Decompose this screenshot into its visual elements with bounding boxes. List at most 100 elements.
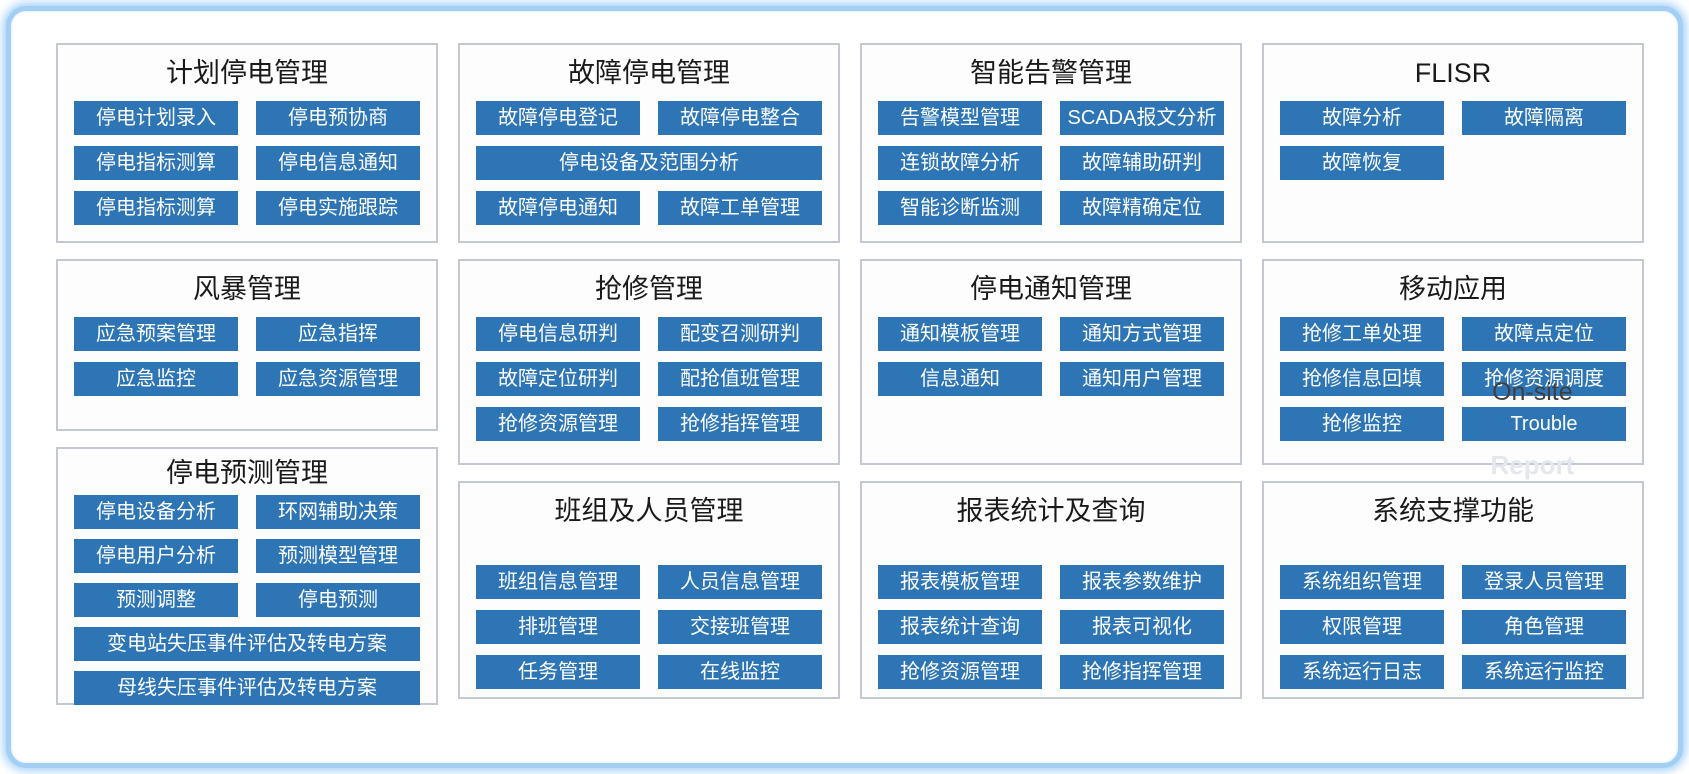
module-button[interactable]: 停电设备分析 (74, 495, 238, 529)
module-button[interactable]: 故障停电整合 (658, 101, 822, 135)
module-button[interactable]: 环网辅助决策 (256, 495, 420, 529)
module-button[interactable]: 故障工单管理 (658, 191, 822, 225)
button-grid: 故障分析 故障隔离 故障恢复 (1280, 101, 1626, 180)
module-button[interactable]: 停电预协商 (256, 101, 420, 135)
panel-outage-notification: 停电通知管理 通知模板管理 通知方式管理 信息通知 通知用户管理 (860, 259, 1242, 465)
module-button[interactable]: 应急监控 (74, 362, 238, 396)
module-button[interactable]: 配变召测研判 (658, 317, 822, 351)
module-button[interactable]: 告警模型管理 (878, 101, 1042, 135)
module-button[interactable]: 登录人员管理 (1462, 565, 1626, 599)
module-button[interactable]: Trouble (1462, 407, 1626, 441)
module-button[interactable]: 故障恢复 (1280, 146, 1444, 180)
module-button[interactable]: 应急预案管理 (74, 317, 238, 351)
module-button[interactable]: SCADA报文分析 (1060, 101, 1224, 135)
module-button[interactable]: 变电站失压事件评估及转电方案 (74, 627, 420, 661)
module-button[interactable]: 通知方式管理 (1060, 317, 1224, 351)
button-grid: 故障停电登记 故障停电整合 停电设备及范围分析 故障停电通知 故障工单管理 (476, 101, 822, 225)
panel-smart-alarm: 智能告警管理 告警模型管理 SCADA报文分析 连锁故障分析 故障辅助研判 智能… (860, 43, 1242, 243)
button-grid: 停电设备分析 环网辅助决策 停电用户分析 预测模型管理 预测调整 停电预测 变电… (74, 495, 420, 705)
module-button[interactable]: 抢修工单处理 (1280, 317, 1444, 351)
module-button[interactable]: 母线失压事件评估及转电方案 (74, 671, 420, 705)
module-button[interactable]: 停电计划录入 (74, 101, 238, 135)
module-button[interactable]: 抢修指挥管理 (1060, 655, 1224, 689)
module-button[interactable]: 班组信息管理 (476, 565, 640, 599)
module-button[interactable]: 报表可视化 (1060, 610, 1224, 644)
column-2: 故障停电管理 故障停电登记 故障停电整合 停电设备及范围分析 故障停电通知 故障… (458, 43, 840, 757)
button-grid: 应急预案管理 应急指挥 应急监控 应急资源管理 (74, 317, 420, 396)
column-3: 智能告警管理 告警模型管理 SCADA报文分析 连锁故障分析 故障辅助研判 智能… (860, 43, 1242, 757)
module-button[interactable]: 停电设备及范围分析 (476, 146, 822, 180)
panel-title: 计划停电管理 (166, 58, 328, 88)
module-button[interactable]: 任务管理 (476, 655, 640, 689)
module-button[interactable]: 通知用户管理 (1060, 362, 1224, 396)
module-button[interactable]: 权限管理 (1280, 610, 1444, 644)
module-button[interactable]: 停电指标测算 (74, 191, 238, 225)
module-button[interactable]: 故障分析 (1280, 101, 1444, 135)
panel-title: 故障停电管理 (568, 58, 730, 88)
panel-title: 智能告警管理 (970, 58, 1132, 88)
module-button[interactable]: 故障点定位 (1462, 317, 1626, 351)
module-button[interactable]: 人员信息管理 (658, 565, 822, 599)
module-button[interactable]: 报表统计查询 (878, 610, 1042, 644)
module-button[interactable]: 故障精确定位 (1060, 191, 1224, 225)
module-button[interactable]: 停电预测 (256, 583, 420, 617)
module-button[interactable]: 停电信息通知 (256, 146, 420, 180)
module-button[interactable]: 停电指标测算 (74, 146, 238, 180)
panel-team-personnel: 班组及人员管理 班组信息管理 人员信息管理 排班管理 交接班管理 任务管理 在线… (458, 481, 840, 699)
button-grid: 通知模板管理 通知方式管理 信息通知 通知用户管理 (878, 317, 1224, 396)
module-button[interactable]: 抢修资源调度 (1462, 362, 1626, 396)
module-button[interactable]: 应急指挥 (256, 317, 420, 351)
button-grid: 停电信息研判 配变召测研判 故障定位研判 配抢值班管理 抢修资源管理 抢修指挥管… (476, 317, 822, 441)
panel-storm: 风暴管理 应急预案管理 应急指挥 应急监控 应急资源管理 (56, 259, 438, 431)
panel-title: 报表统计及查询 (956, 496, 1146, 526)
module-button[interactable]: 交接班管理 (658, 610, 822, 644)
module-board: 计划停电管理 停电计划录入 停电预协商 停电指标测算 停电信息通知 停电指标测算… (17, 17, 1672, 757)
panel-title: FLISR (1414, 58, 1492, 88)
module-button[interactable]: 通知模板管理 (878, 317, 1042, 351)
module-button[interactable]: 连锁故障分析 (878, 146, 1042, 180)
module-button[interactable]: 排班管理 (476, 610, 640, 644)
module-button[interactable]: 预测模型管理 (256, 539, 420, 573)
module-button[interactable]: 故障辅助研判 (1060, 146, 1224, 180)
module-button[interactable]: 停电实施跟踪 (256, 191, 420, 225)
module-button[interactable]: 在线监控 (658, 655, 822, 689)
panel-title: 移动应用 (1399, 274, 1507, 304)
panel-title: 停电预测管理 (166, 458, 328, 488)
module-button[interactable]: 报表参数维护 (1060, 565, 1224, 599)
button-grid: 停电计划录入 停电预协商 停电指标测算 停电信息通知 停电指标测算 停电实施跟踪 (74, 101, 420, 225)
module-button[interactable]: 配抢值班管理 (658, 362, 822, 396)
module-button[interactable]: 应急资源管理 (256, 362, 420, 396)
panel-mobile-app: 移动应用 抢修工单处理 故障点定位 抢修信息回填 抢修资源调度 抢修监控 Tro… (1262, 259, 1644, 480)
module-button[interactable]: 故障定位研判 (476, 362, 640, 396)
module-button[interactable]: 智能诊断监测 (878, 191, 1042, 225)
panel-fault-outage: 故障停电管理 故障停电登记 故障停电整合 停电设备及范围分析 故障停电通知 故障… (458, 43, 840, 243)
module-button[interactable]: 停电用户分析 (74, 539, 238, 573)
panel-flisr: FLISR 故障分析 故障隔离 故障恢复 (1262, 43, 1644, 243)
module-button[interactable]: 抢修资源管理 (476, 407, 640, 441)
module-button[interactable]: 故障停电通知 (476, 191, 640, 225)
panel-repair: 抢修管理 停电信息研判 配变召测研判 故障定位研判 配抢值班管理 抢修资源管理 … (458, 259, 840, 465)
panel-title: 系统支撑功能 (1372, 496, 1534, 526)
module-button[interactable]: 抢修信息回填 (1280, 362, 1444, 396)
module-button[interactable]: 系统运行监控 (1462, 655, 1626, 689)
module-button[interactable]: 角色管理 (1462, 610, 1626, 644)
module-button[interactable]: 停电信息研判 (476, 317, 640, 351)
button-grid: 班组信息管理 人员信息管理 排班管理 交接班管理 任务管理 在线监控 (476, 565, 822, 689)
panel-planned-outage: 计划停电管理 停电计划录入 停电预协商 停电指标测算 停电信息通知 停电指标测算… (56, 43, 438, 243)
module-button[interactable]: 故障停电登记 (476, 101, 640, 135)
module-button[interactable]: 预测调整 (74, 583, 238, 617)
panel-system-support: 系统支撑功能 系统组织管理 登录人员管理 权限管理 角色管理 系统运行日志 系统… (1262, 481, 1644, 699)
column-4: FLISR 故障分析 故障隔离 故障恢复 移动应用 抢修工单处理 故障点定位 抢… (1262, 43, 1644, 757)
module-button[interactable]: 系统运行日志 (1280, 655, 1444, 689)
button-grid: 系统组织管理 登录人员管理 权限管理 角色管理 系统运行日志 系统运行监控 (1280, 565, 1626, 689)
module-button[interactable]: 系统组织管理 (1280, 565, 1444, 599)
module-button[interactable]: 抢修监控 (1280, 407, 1444, 441)
module-button[interactable]: 信息通知 (878, 362, 1042, 396)
module-button[interactable]: 报表模板管理 (878, 565, 1042, 599)
module-button[interactable]: 抢修指挥管理 (658, 407, 822, 441)
panel-title: 班组及人员管理 (554, 496, 744, 526)
panel-report-stats: 报表统计及查询 报表模板管理 报表参数维护 报表统计查询 报表可视化 抢修资源管… (860, 481, 1242, 699)
module-button[interactable]: 抢修资源管理 (878, 655, 1042, 689)
panel-title: 停电通知管理 (970, 274, 1132, 304)
module-button[interactable]: 故障隔离 (1462, 101, 1626, 135)
